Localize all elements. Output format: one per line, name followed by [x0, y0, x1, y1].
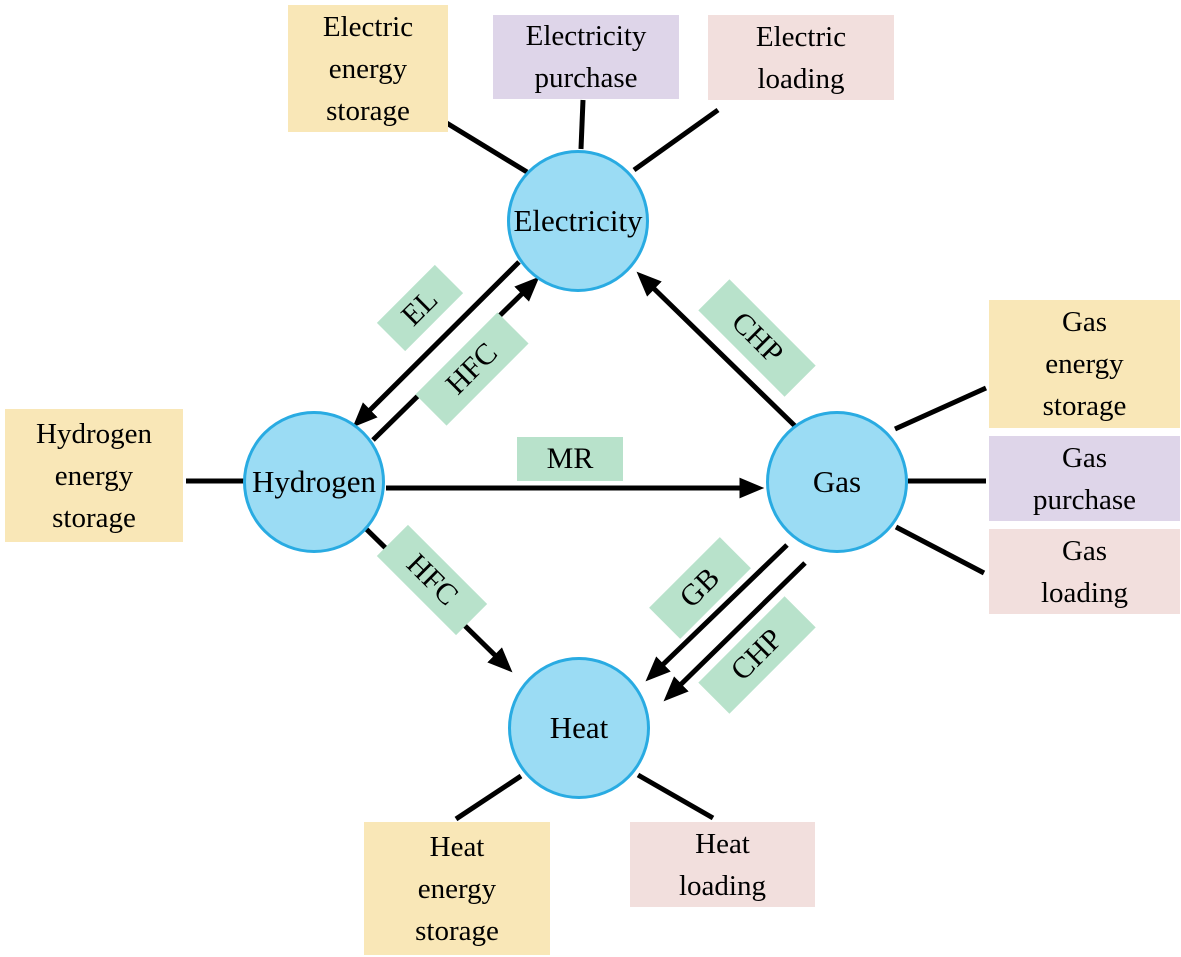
box-heat-loading: Heat loading — [630, 822, 815, 907]
edge-label-mr: MR — [517, 437, 623, 481]
box-line: Gas — [1061, 441, 1108, 474]
link-heat-loading-heat — [636, 772, 715, 821]
box-line: Electric — [322, 10, 414, 43]
link-gas-energy-storage-gas — [893, 385, 988, 432]
box-gas-purchase: Gas purchase — [989, 436, 1180, 521]
box-line: Electricity — [525, 20, 647, 52]
box-line: storage — [1042, 390, 1127, 422]
node-electricity: Electricity — [507, 150, 649, 292]
box-line: Hydrogen — [36, 417, 152, 450]
box-line: loading — [757, 62, 845, 95]
box-line: energy — [417, 872, 497, 905]
box-line: energy — [54, 459, 134, 492]
box-hydrogen-energy-storage: Hydrogen energy storage — [5, 409, 183, 542]
box-electric-loading: Electric loading — [708, 15, 894, 100]
box-line: energy — [328, 52, 408, 85]
box-line: Gas — [1061, 306, 1108, 338]
box-gas-loading: Gas loading — [989, 529, 1180, 614]
node-hydrogen: Hydrogen — [243, 411, 385, 553]
box-line: storage — [415, 914, 499, 947]
box-line: Heat — [429, 830, 485, 863]
box-electric-energy-storage: Electric energy storage — [288, 5, 448, 132]
link-heat-energy-storage-heat — [454, 773, 523, 822]
arrow-el-electricity-to-hydrogen — [352, 260, 521, 428]
link-gas-loading-gas — [894, 524, 986, 576]
arrow-chp-gas-to-heat — [663, 561, 807, 702]
box-line: Heat — [695, 827, 750, 860]
link-electric-loading-electricity — [632, 107, 720, 173]
box-line: storage — [52, 501, 136, 534]
arrow-gb-gas-to-heat — [645, 543, 789, 682]
box-heat-energy-storage: Heat energy storage — [364, 822, 550, 955]
box-gas-energy-storage: Gas energy storage — [989, 300, 1180, 428]
box-line: energy — [1045, 348, 1124, 380]
box-line: storage — [326, 94, 410, 127]
box-line: Electric — [755, 20, 847, 53]
node-heat: Heat — [508, 657, 650, 799]
arrow-chp-gas-to-electricity — [636, 271, 797, 428]
link-electricity-purchase-electricity — [578, 99, 586, 150]
node-gas: Gas — [766, 411, 908, 553]
box-line: Gas — [1061, 534, 1108, 567]
box-line: loading — [679, 869, 766, 902]
box-line: purchase — [534, 62, 638, 94]
box-line: purchase — [1032, 483, 1137, 516]
box-electricity-purchase: Electricity purchase — [493, 15, 679, 99]
box-line: loading — [1041, 576, 1128, 609]
